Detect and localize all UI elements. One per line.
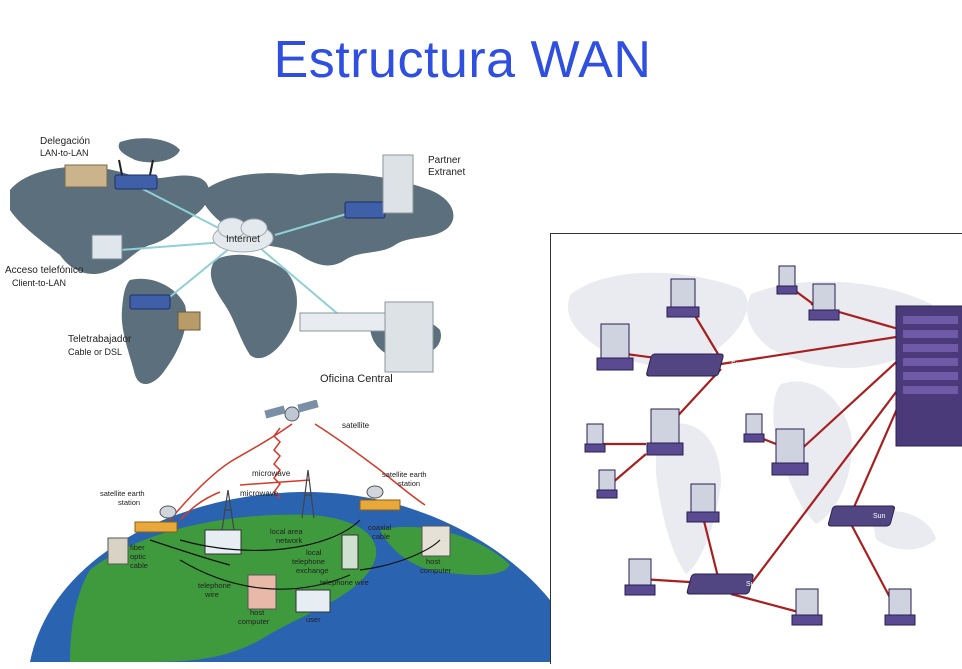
label-partner-1: Partner (428, 155, 461, 166)
label-microwave-top: microwave (252, 469, 291, 478)
label-dialup-2: Client-to-LAN (12, 278, 66, 288)
label-central-office: Oficina Central (320, 373, 393, 385)
switch-brand-label: Sun (731, 361, 744, 368)
radio-links (169, 423, 426, 521)
workstation-icon (584, 423, 606, 453)
label-fiber-2: optic (130, 552, 146, 561)
label-earth-left-1: satellite earth (100, 489, 145, 498)
label-exchange-1: local (306, 548, 322, 557)
internet-label: Internet (226, 234, 260, 245)
label-fiber-1: fiber (130, 543, 145, 552)
building-left-icon (107, 537, 129, 565)
earth-station-right-icon (359, 485, 401, 511)
branch-building-icon (64, 164, 108, 188)
server-network-diagram: Sun Sun Sun (550, 233, 962, 664)
dsl-router-icon (129, 294, 171, 310)
firewall-icon (344, 201, 386, 219)
switch-brand-label-3: Sun (746, 581, 759, 588)
host-bottom-icon (247, 574, 277, 610)
label-host-right-2: computer (420, 566, 452, 575)
workstation-icon (686, 483, 720, 523)
label-microwave-mid: microwave (240, 489, 279, 498)
workstation-icon (646, 408, 684, 456)
label-host-right-1: host (426, 557, 441, 566)
label-phone-wire-1b: wire (204, 590, 219, 599)
workstation-icon (771, 428, 809, 476)
partner-server-icon (382, 154, 414, 214)
workstation-icon (666, 278, 700, 318)
label-lan-to-lan-2: LAN-to-LAN (40, 148, 89, 158)
label-user: user (306, 615, 321, 624)
internet-wan-diagram: Internet Delegación LAN-to-LAN Partner E… (0, 130, 470, 400)
workstation-icon (884, 588, 916, 626)
label-earth-left-2: station (118, 498, 140, 507)
label-exchange-3: exchange (296, 566, 329, 575)
label-partner-2: Extranet (428, 167, 465, 178)
label-lan-1: local area (270, 527, 303, 536)
label-earth-right-1: satellite earth (382, 470, 427, 479)
label-host-bottom-1: host (250, 608, 265, 617)
continent (70, 514, 377, 662)
label-fiber-3: cable (130, 561, 148, 570)
label-lan-to-lan-1: Delegación (40, 136, 90, 147)
internet-cloud-icon: Internet (212, 217, 274, 253)
workstations (584, 265, 916, 626)
home-icon (177, 311, 201, 331)
switch-icon-right: Sun (827, 505, 895, 527)
label-coaxial-2: cable (372, 532, 390, 541)
vpn-concentrator-icon (299, 312, 386, 332)
label-phone-wire-1a: telephone (198, 581, 231, 590)
workstation-icon (743, 413, 765, 443)
label-host-bottom-2: computer (238, 617, 270, 626)
user-computer-icon (295, 589, 331, 613)
switch-brand-label-2: Sun (873, 513, 886, 520)
label-dialup-1: Acceso telefónico (5, 265, 84, 276)
central-server-icon (384, 301, 434, 373)
label-teleworker-1: Teletrabajador (68, 334, 132, 345)
label-lan-2: network (276, 536, 303, 545)
label-satellite: satellite (342, 421, 370, 430)
workstation-icon (791, 588, 823, 626)
label-coaxial-1: coaxial (368, 523, 392, 532)
label-exchange-2: telephone (292, 557, 325, 566)
microwave-tower-icon (301, 469, 315, 519)
switch-icon-top: Sun (646, 353, 744, 377)
server-rack-icon (895, 305, 962, 447)
exchange-building-icon (341, 534, 359, 570)
switch-icon-bottom: Sun (686, 573, 759, 595)
satellite-wan-diagram: satellite microwave microwave satellite … (30, 399, 550, 662)
workstation-icon (776, 265, 798, 295)
label-earth-right-2: station (398, 479, 420, 488)
earth-station-left-icon (134, 505, 178, 533)
microwave-tower-icon-2 (221, 489, 235, 531)
workstation-icon (808, 283, 840, 321)
label-teleworker-2: Cable or DSL (68, 347, 122, 357)
label-phone-wire-2: telephone wire (320, 578, 369, 587)
satellite-icon (264, 399, 319, 422)
workstation-icon (596, 469, 618, 499)
laptop-icon (91, 234, 123, 260)
host-right-icon (421, 525, 451, 557)
router-icon (114, 159, 158, 190)
workstation-icon (624, 558, 656, 596)
workstation-icon (596, 323, 634, 371)
page-title: Estructura WAN (273, 31, 652, 89)
cables (149, 519, 441, 590)
